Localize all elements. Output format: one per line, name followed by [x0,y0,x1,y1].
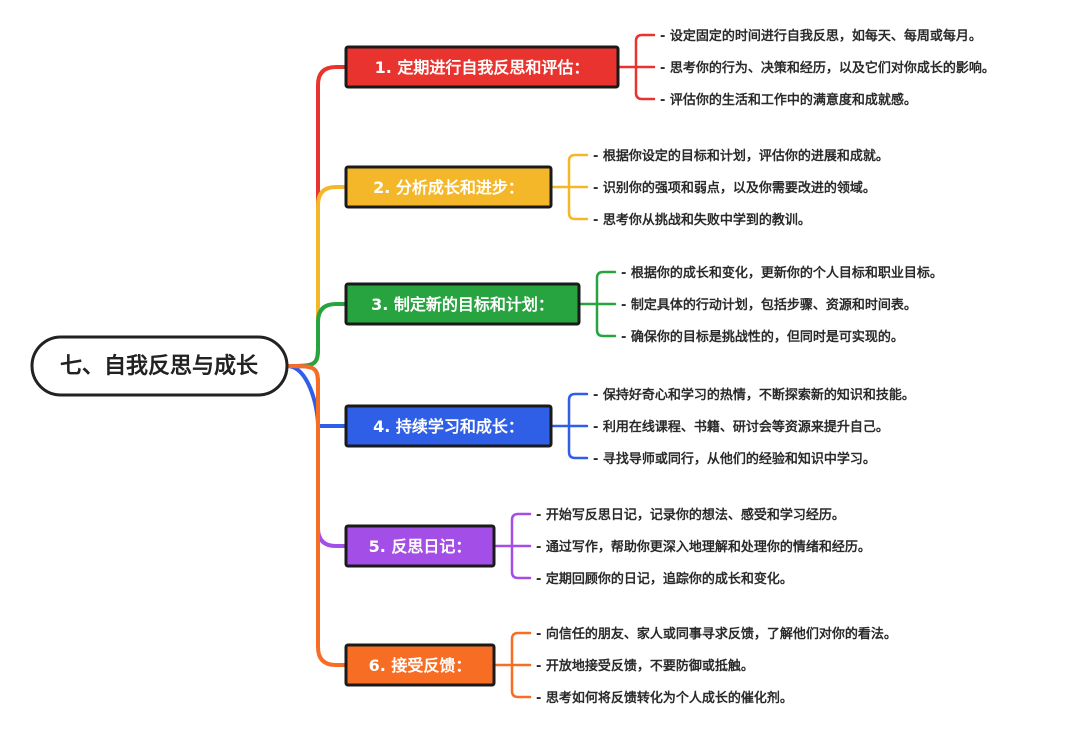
branch-box [344,282,581,326]
branch-node-1[interactable]: 1. 定期进行自我反思和评估： [344,45,620,89]
leaf-item: - 根据你设定的目标和计划，评估你的进展和成就。 [593,148,889,164]
leaf-item: - 设定固定的时间进行自我反思，如每天、每周或每月。 [660,28,982,44]
branch-label: 4. 持续学习和成长： [373,417,524,436]
branch-node-5[interactable]: 5. 反思日记： [344,524,496,568]
branch-node-3[interactable]: 3. 制定新的目标和计划： [344,282,581,326]
leaf-item: - 开放地接受反馈，不要防御或抵触。 [536,658,754,674]
leaf-item: - 评估你的生活和工作中的满意度和成就感。 [660,92,917,108]
branch-box [344,643,496,687]
branch-label: 2. 分析成长和进步： [373,178,524,197]
leaf-item: - 思考你从挑战和失败中学到的教训。 [593,212,811,228]
leaf-bracket [492,512,532,580]
branch-box [344,404,553,448]
branch-node-4[interactable]: 4. 持续学习和成长： [344,404,553,448]
leaf-item: - 根据你的成长和变化，更新你的个人目标和职业目标。 [621,265,943,281]
branch-box [344,165,553,209]
branch-label: 5. 反思日记： [369,537,472,556]
leaf-item: - 保持好奇心和学习的热情，不断探索新的知识和技能。 [593,387,915,403]
connector-lines [285,33,656,699]
leaf-item: - 利用在线课程、书籍、研讨会等资源来提升自己。 [593,419,889,435]
branch-list: 1. 定期进行自我反思和评估： - 设定固定的时间进行自我反思，如每天、每周或每月… [344,28,995,706]
root-node[interactable]: 七、自我反思与成长 [30,335,289,397]
branch-box [344,45,620,89]
branch-connector [285,364,348,667]
branch-label: 1. 定期进行自我反思和评估： [375,58,590,77]
leaf-item: - 寻找导师或同行，从他们的经验和知识中学习。 [593,451,876,467]
leaf-bracket [577,270,617,338]
leaf-item: - 制定具体的行动计划，包括步骤、资源和时间表。 [621,297,917,313]
leaf-bracket [616,33,656,101]
leaf-item: - 定期回顾你的日记，追踪你的成长和变化。 [536,571,793,587]
leaf-item: - 向信任的朋友、家人或同事寻求反馈，了解他们对你的看法。 [536,626,897,642]
root-label: 七、自我反思与成长 [60,353,259,379]
leaf-item: - 识别你的强项和弱点，以及你需要改进的领域。 [593,180,876,196]
branch-label: 6. 接受反馈： [369,656,472,675]
branch-node-2[interactable]: 2. 分析成长和进步： [344,165,553,209]
branch-box [344,524,496,568]
leaf-item: - 思考如何将反馈转化为个人成长的催化剂。 [536,690,793,706]
leaf-item: - 开始写反思日记，记录你的想法、感受和学习经历。 [536,507,845,523]
root-node-frame [30,335,289,397]
branch-node-6[interactable]: 6. 接受反馈： [344,643,496,687]
leaf-item: - 思考你的行为、决策和经历，以及它们对你成长的影响。 [660,60,995,76]
leaf-bracket [549,153,589,221]
leaf-item: - 通过写作，帮助你更深入地理解和处理你的情绪和经历。 [536,539,871,555]
leaf-item: - 确保你的目标是挑战性的，但同时是可实现的。 [621,329,904,345]
leaf-bracket [549,392,589,460]
branch-label: 3. 制定新的目标和计划： [371,295,554,314]
leaf-bracket [492,631,532,699]
